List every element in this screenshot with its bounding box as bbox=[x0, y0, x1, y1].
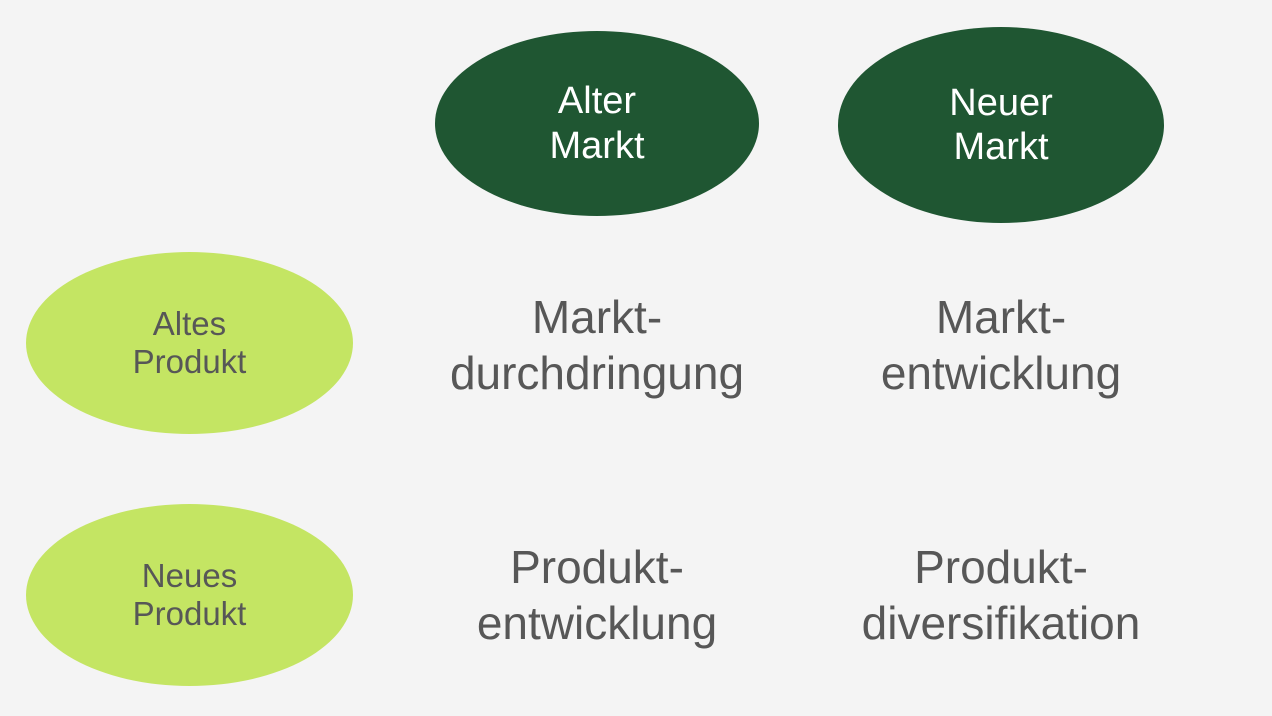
quadrant-market-development: Markt- entwicklung bbox=[804, 280, 1198, 410]
quadrant-product-diversification: Produkt- diversifikation bbox=[804, 530, 1198, 660]
row-header-altes-produkt-label: Altes Produkt bbox=[132, 304, 247, 380]
quadrant-market-penetration: Markt- durchdringung bbox=[400, 280, 794, 410]
column-header-neuer-markt: Neuer Markt bbox=[838, 27, 1164, 223]
column-header-neuer-markt-label: Neuer Markt bbox=[949, 81, 1053, 168]
quadrant-product-development: Produkt- entwicklung bbox=[400, 530, 794, 660]
quadrant-market-development-label: Markt- entwicklung bbox=[880, 290, 1122, 399]
column-header-alter-markt: Alter Markt bbox=[435, 31, 759, 216]
row-header-altes-produkt: Altes Produkt bbox=[26, 252, 353, 434]
quadrant-product-development-label: Produkt- entwicklung bbox=[476, 540, 718, 649]
row-header-neues-produkt-label: Neues Produkt bbox=[132, 556, 247, 632]
column-header-alter-markt-label: Alter Markt bbox=[549, 80, 645, 167]
quadrant-product-diversification-label: Produkt- diversifikation bbox=[861, 540, 1141, 649]
row-header-neues-produkt: Neues Produkt bbox=[26, 504, 353, 686]
quadrant-market-penetration-label: Markt- durchdringung bbox=[449, 290, 745, 399]
